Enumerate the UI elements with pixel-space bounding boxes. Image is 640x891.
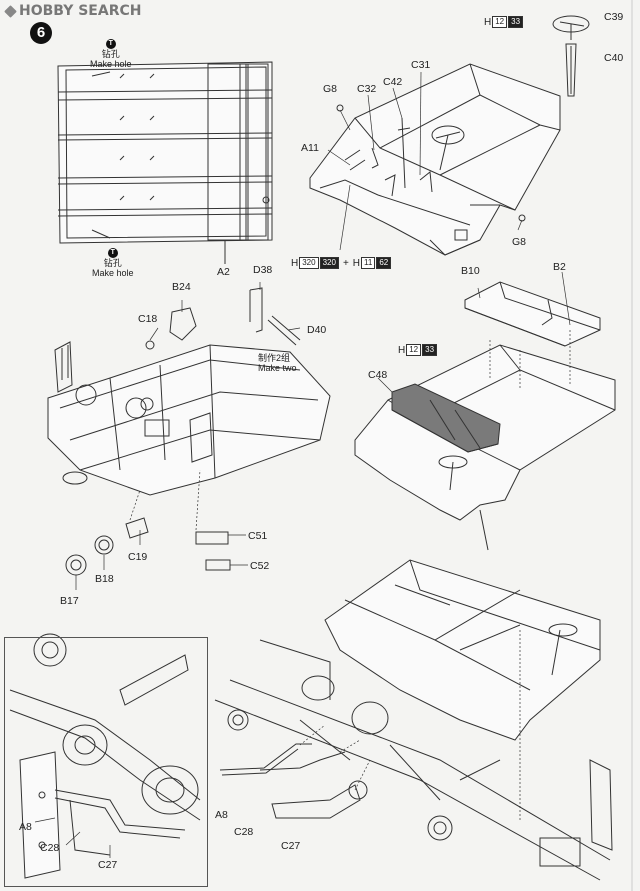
part-label-c51: C51: [248, 530, 268, 542]
detail-inset-frame: [4, 637, 208, 887]
paint-code-box: 320: [299, 257, 319, 269]
part-label-c31: C31: [411, 59, 431, 71]
drill-note-bottom-english: Make hole: [92, 268, 134, 279]
part-label-g8-top: G8: [323, 83, 338, 95]
paint-code-box: 11: [361, 257, 376, 269]
drill-hole-icon: T: [105, 39, 116, 49]
paint-code-box-dark: 33: [422, 344, 438, 356]
paint-h-letter: H: [398, 344, 406, 356]
paint-code-box: 12: [492, 16, 508, 28]
part-label-b2: B2: [553, 261, 566, 273]
paint-code-c48: H 12 33: [398, 344, 438, 356]
part-label-c19: C19: [128, 551, 148, 563]
part-label-c39: C39: [604, 11, 624, 23]
bottom-chassis-drawing: [214, 559, 613, 881]
paint-h-letter: H: [352, 257, 361, 269]
part-label-c27: C27: [281, 840, 301, 852]
part-label-b17: B17: [60, 595, 79, 607]
paint-code-box-dark: 33: [508, 16, 524, 28]
part-label-c40: C40: [604, 52, 624, 64]
part-label-a11: A11: [301, 142, 319, 154]
paint-code-box: 12: [406, 344, 422, 356]
inset-part-label-c28: C28: [40, 842, 60, 854]
part-label-b18: B18: [95, 573, 114, 585]
logo-gem-icon: [4, 4, 17, 18]
part-label-c18: C18: [138, 313, 158, 325]
part-label-c32: C32: [357, 83, 377, 95]
inset-part-label-c27: C27: [98, 859, 118, 871]
panel-a2-drawing: [57, 61, 273, 264]
tub-a11-drawing: [309, 15, 590, 256]
chassis-frame-drawing: [47, 282, 331, 590]
drill-note-top-english: Make hole: [90, 59, 132, 70]
part-label-b24: B24: [172, 281, 191, 293]
make-two-chinese: 制作2组: [258, 353, 291, 363]
drill-note-top-chinese: 钻孔: [101, 49, 120, 59]
inset-part-label-a8: A8: [19, 821, 32, 833]
drill-note-bottom-chinese: 钻孔: [103, 258, 122, 268]
part-label-b10: B10: [461, 265, 480, 277]
paint-code-box-dark: 62: [376, 257, 392, 269]
paint-code-combo: H 320 320 + H 11 62: [291, 257, 392, 269]
part-label-d38: D38: [253, 264, 273, 276]
drill-hole-icon: T: [107, 248, 118, 258]
tub-with-deck-drawing: [354, 271, 616, 551]
paint-plus-sign: +: [342, 257, 349, 269]
part-label-c52: C52: [250, 560, 270, 572]
inset-drawing: [9, 633, 201, 879]
part-label-c42: C42: [383, 76, 403, 88]
paint-code-c39: H 12 33: [484, 16, 524, 28]
part-label-a2: A2: [217, 266, 230, 278]
make-two-note: 制作2组 Make two: [258, 353, 297, 374]
drill-note-top: T 钻孔 Make hole: [90, 37, 132, 70]
step-number-badge: 6: [30, 22, 52, 44]
logo-text: HOBBY SEARCH: [19, 3, 142, 19]
part-label-d40: D40: [307, 324, 327, 336]
paint-code-box-dark: 320: [319, 257, 339, 269]
paint-h-letter: H: [484, 16, 492, 28]
drill-note-bottom: T 钻孔 Make hole: [92, 246, 134, 279]
part-label-c48: C48: [368, 369, 388, 381]
hobby-search-logo: HOBBY SEARCH: [4, 3, 142, 19]
part-label-c28: C28: [234, 826, 254, 838]
part-label-g8-right: G8: [512, 236, 527, 248]
part-label-a8: A8: [215, 809, 228, 821]
paint-h-letter: H: [291, 257, 299, 269]
make-two-english: Make two: [258, 363, 297, 374]
